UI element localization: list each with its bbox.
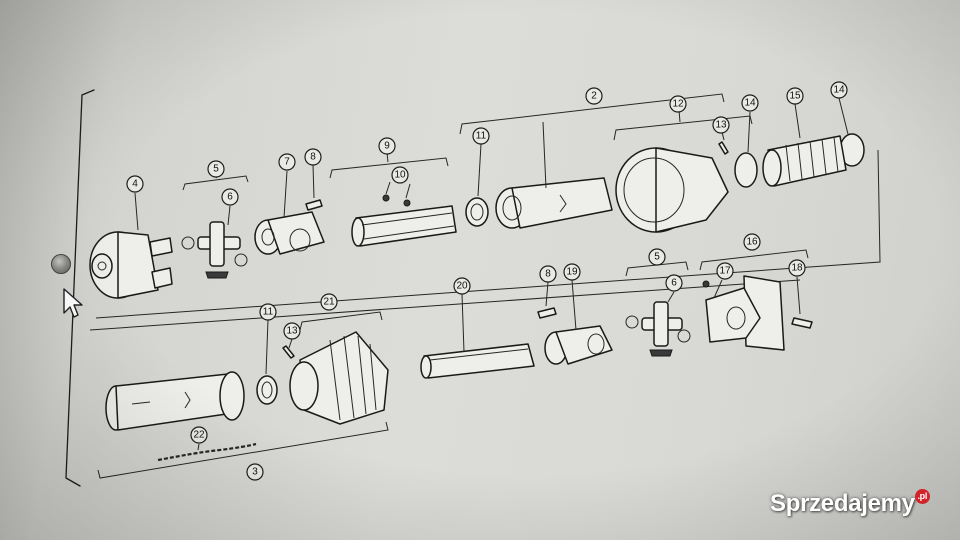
svg-text:13: 13: [715, 120, 727, 131]
callout-17: 17: [716, 262, 734, 280]
part-bellows-boot: [762, 135, 847, 187]
svg-text:3: 3: [252, 467, 258, 478]
svg-text:9: 9: [384, 141, 390, 152]
svg-text:19: 19: [566, 267, 578, 278]
callout-9: 9: [378, 137, 396, 155]
part-grease-screw-upper: [718, 141, 729, 155]
part-grease-screw-lower: [282, 345, 295, 359]
screen-power-button-icon: [51, 254, 71, 274]
part-inner-yoke: [254, 211, 325, 255]
callout-14-b: 14: [830, 81, 848, 99]
part-cross-journal-lower: [625, 301, 691, 357]
callout-11-lower: 11: [259, 303, 277, 321]
callout-7: 7: [278, 153, 296, 171]
svg-text:5: 5: [213, 164, 219, 175]
callout-22: 22: [190, 426, 208, 444]
part-small-balls-2: [403, 199, 411, 207]
watermark-badge: .pl: [914, 489, 930, 504]
part-yoke-flange: [89, 231, 173, 299]
callout-14-a: 14: [741, 94, 759, 112]
callout-18: 18: [788, 259, 806, 277]
svg-text:15: 15: [789, 91, 801, 102]
frame-bracket: [65, 89, 95, 487]
callout-19: 19: [563, 263, 581, 281]
part-profile-tube-lower: [420, 343, 535, 379]
callout-8-upper: 8: [304, 148, 322, 166]
part-inner-yoke-lower: [544, 325, 613, 365]
svg-text:2: 2: [591, 91, 597, 102]
callout-11-upper: 11: [472, 127, 490, 145]
callout-15-upper: 15: [786, 87, 804, 105]
part-bearing-ring-lower: [256, 375, 278, 405]
callout-10: 10: [391, 166, 409, 184]
part-outer-tube: [495, 177, 613, 229]
part-spring-pin-lower: [537, 307, 557, 319]
lower-assembly-outline: [89, 279, 801, 331]
callout-5-upper: 5: [207, 160, 225, 178]
watermark-text: Sprzedajemy: [770, 490, 915, 517]
svg-text:14: 14: [744, 98, 756, 109]
svg-text:8: 8: [545, 269, 551, 280]
part-cross-journal-upper: [181, 221, 248, 279]
svg-text:22: 22: [193, 430, 205, 441]
callout-13-upper: 13: [712, 116, 730, 134]
callout-12: 12: [669, 95, 687, 113]
callout-6-upper: 6: [221, 188, 239, 206]
svg-text:7: 7: [284, 157, 290, 168]
part-clamp-ring-a: [734, 152, 758, 188]
part-bearing-ring-upper: [465, 197, 489, 227]
svg-text:14: 14: [833, 85, 845, 96]
svg-text:10: 10: [394, 170, 406, 181]
part-small-balls: [382, 194, 390, 202]
part-shear-bolt-yoke: [702, 275, 785, 351]
callout-20: 20: [453, 277, 471, 295]
svg-text:11: 11: [263, 307, 274, 318]
svg-text:20: 20: [456, 281, 468, 292]
callout-2: 2: [585, 87, 603, 105]
svg-text:21: 21: [323, 297, 335, 308]
svg-text:5: 5: [654, 252, 660, 263]
svg-text:11: 11: [476, 131, 487, 142]
svg-text:8: 8: [310, 152, 316, 163]
part-chain: [157, 442, 257, 462]
part-spring-pin-upper: [305, 199, 323, 211]
part-inner-profile-tube: [351, 205, 457, 247]
callout-21: 21: [320, 293, 338, 311]
svg-text:18: 18: [791, 263, 803, 274]
callout-5-lower: 5: [648, 248, 666, 266]
part-shear-bolt: [791, 317, 813, 329]
svg-text:4: 4: [132, 179, 138, 190]
svg-text:12: 12: [672, 99, 684, 110]
callout-6-lower: 6: [665, 274, 683, 292]
svg-text:13: 13: [286, 326, 298, 337]
svg-text:6: 6: [227, 192, 233, 203]
callout-16: 16: [743, 233, 761, 251]
svg-text:16: 16: [746, 237, 758, 248]
callout-4: 4: [126, 175, 144, 193]
svg-text:17: 17: [719, 266, 731, 277]
leader-lines: [97, 93, 849, 479]
sprzedajemy-watermark: Sprzedajemy.pl: [770, 489, 930, 518]
mouse-cursor-icon: [63, 288, 83, 318]
callout-13-lower: 13: [283, 322, 301, 340]
part-guard-cone-upper: [615, 147, 729, 233]
callout-8-lower: 8: [539, 265, 557, 283]
part-outer-tube-lower: [105, 371, 245, 431]
part-guard-cone-lower: [289, 331, 389, 425]
callout-3: 3: [246, 463, 264, 481]
upper-assembly-outline: [95, 149, 881, 319]
svg-text:6: 6: [671, 278, 677, 289]
